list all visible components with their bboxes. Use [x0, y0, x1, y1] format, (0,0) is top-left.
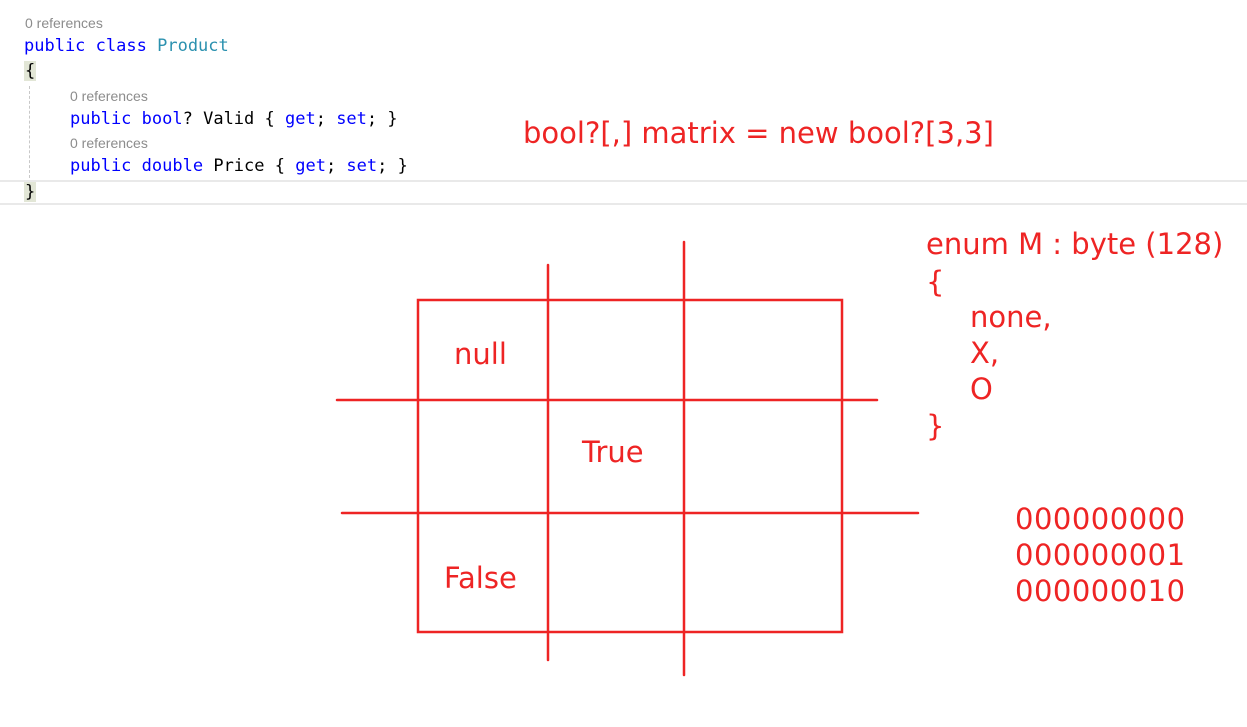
- price-property-line: public double Price { get; set; }: [70, 155, 408, 177]
- keyword-public: public: [70, 109, 132, 129]
- cell-null-label: null: [454, 337, 507, 371]
- code-editor[interactable]: 0 references public class Product { 0 re…: [0, 0, 1247, 210]
- price-property-references-codelens[interactable]: 0 references: [70, 135, 148, 151]
- separator-text: ;: [315, 109, 337, 129]
- class-references-codelens[interactable]: 0 references: [25, 15, 103, 31]
- enum-member-x: X,: [970, 336, 1000, 370]
- close-brace: }: [24, 182, 37, 202]
- keyword-public: public: [24, 36, 86, 56]
- separator-text: ;: [325, 156, 347, 176]
- cell-false-label: False: [444, 561, 517, 595]
- close-brace-line: }: [24, 181, 37, 203]
- accessor-end: ; }: [366, 109, 398, 129]
- keyword-set: set: [336, 109, 367, 129]
- bit-pattern-1: 000000001: [1015, 538, 1186, 572]
- accessor-end: ; }: [377, 156, 408, 176]
- keyword-public: public: [70, 156, 132, 176]
- current-line-border-top: [0, 180, 1247, 182]
- keyword-class: class: [95, 36, 147, 56]
- open-brace: {: [24, 61, 37, 81]
- keyword-get: get: [284, 109, 316, 129]
- enum-header-annotation: enum M : byte (128): [926, 227, 1224, 261]
- price-property-text: Price {: [203, 156, 296, 176]
- bit-pattern-0: 000000000: [1015, 502, 1186, 536]
- matrix-declaration-annotation: bool?[,] matrix = new bool?[3,3]: [523, 116, 994, 150]
- cell-true-label: True: [582, 435, 644, 469]
- enum-close-brace: }: [926, 409, 945, 443]
- enum-member-none: none,: [970, 300, 1052, 334]
- bit-pattern-2: 000000010: [1015, 574, 1186, 608]
- class-declaration-line: public class Product: [24, 35, 229, 57]
- current-line-border-bottom: [0, 203, 1247, 205]
- valid-property-line: public bool? Valid { get; set; }: [70, 108, 398, 130]
- class-name: Product: [157, 36, 229, 56]
- enum-open-brace: {: [926, 265, 945, 299]
- keyword-get: get: [295, 156, 326, 176]
- indent-guide: [29, 86, 30, 178]
- keyword-bool: bool: [141, 109, 183, 129]
- keyword-set: set: [346, 156, 378, 176]
- valid-property-references-codelens[interactable]: 0 references: [70, 88, 148, 104]
- valid-property-text: ? Valid {: [182, 109, 285, 129]
- keyword-double: double: [141, 156, 204, 176]
- enum-member-o: O: [970, 372, 993, 406]
- grid-outer-frame: [416, 298, 844, 634]
- open-brace-line: {: [24, 60, 37, 82]
